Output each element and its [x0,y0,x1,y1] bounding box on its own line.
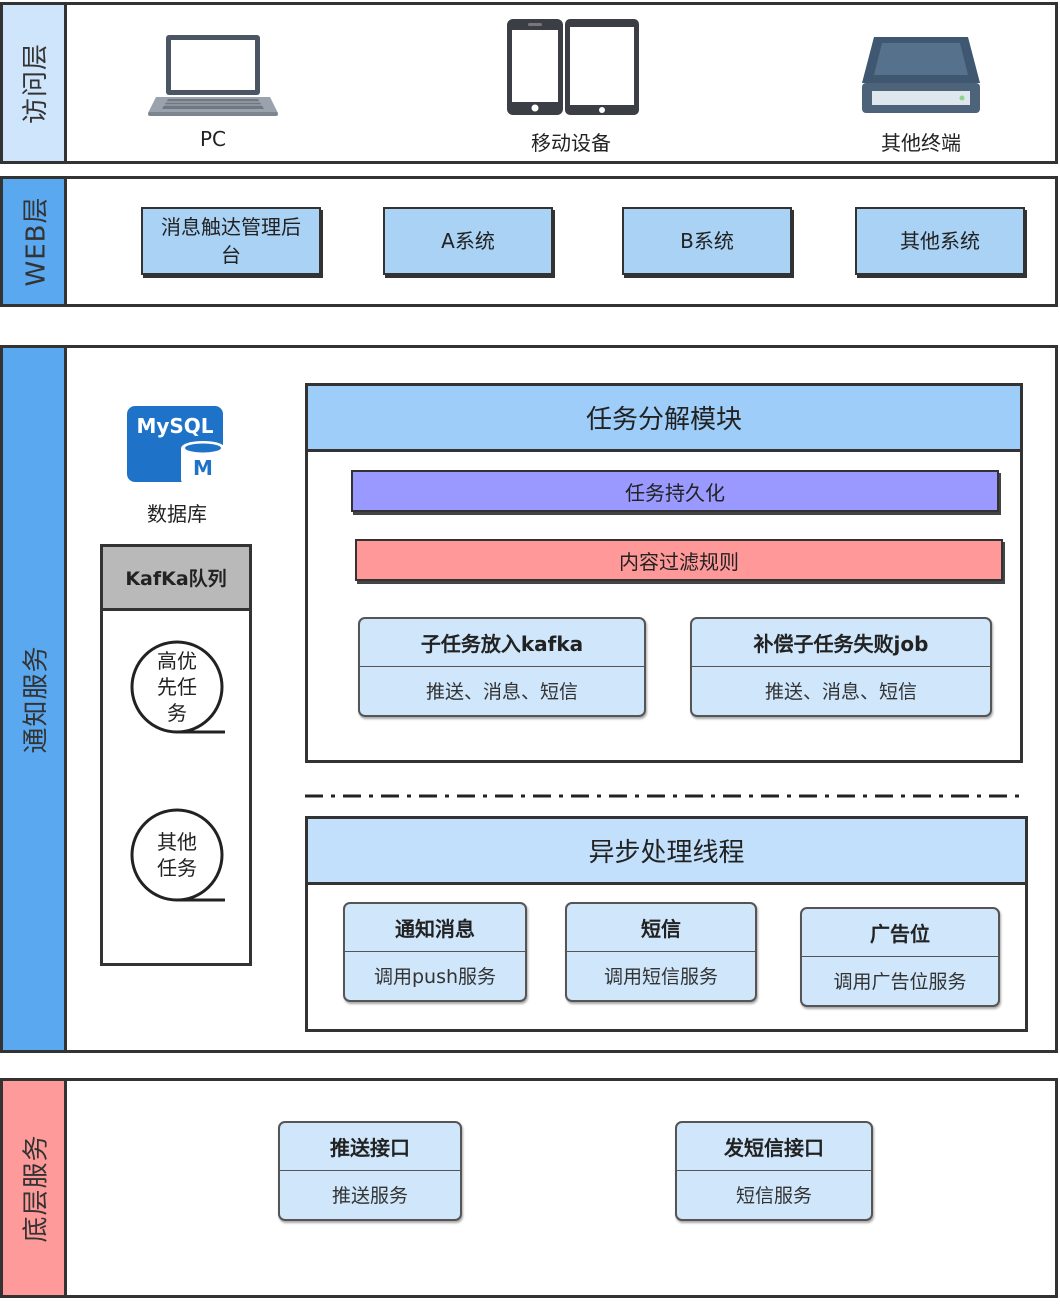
database-caption: 数据库 [147,502,207,526]
card-subtitle: 调用广告位服务 [833,970,967,993]
notify-service-label: 通知服务 [3,348,67,1050]
card-title: 发短信接口 [677,1123,871,1171]
card-subtitle: 短信服务 [735,1184,812,1207]
queue-item-other-label: 其他任务 [157,830,197,880]
push-api-card: 推送接口 推送服务 [278,1121,462,1221]
kafka-queue: KafKa队列 高优先任务 其他任务 [100,544,252,966]
card-title: 通知消息 [345,904,525,952]
card-subtitle: 调用短信服务 [603,965,718,988]
content-filter-bar: 内容过滤规则 [355,539,1003,581]
notify-service-layer: 通知服务 MySQL M 数据库 KafKa队列 高优先任务 [0,345,1058,1053]
laptop-icon [148,35,278,116]
card-title: 广告位 [802,909,998,957]
access-layer: 访问层 PC 移动设备 [0,2,1058,164]
async-thread-module: 异步处理线程 通知消息 调用push服务 短信 调用短信服务 广告位 调用广告位… [305,816,1028,1032]
web-layer-label: WEB层 [3,179,67,304]
dash-dot-divider [305,794,1021,798]
base-service-layer: 底层服务 推送接口 推送服务 发短信接口 短信服务 [0,1078,1058,1298]
queue-item-high-priority-label: 高优先任务 [157,649,197,725]
notify-message-card: 通知消息 调用push服务 [343,902,527,1002]
web-system-admin: 消息触达管理后台 [141,207,321,275]
other-terminal-caption: 其他终端 [881,131,961,155]
subtask-kafka-card: 子任务放入kafka 推送、消息、短信 [358,617,646,717]
base-service-label-text: 底层服务 [21,1133,52,1243]
mobile-device: 移动设备 [491,17,651,156]
mobile-caption: 移动设备 [531,131,611,155]
sms-api-card: 发短信接口 短信服务 [675,1121,873,1221]
card-subtitle: 推送、消息、短信 [764,680,917,703]
web-layer-label-text: WEB层 [21,196,52,287]
web-system-other: 其他系统 [855,207,1025,275]
web-system-a: A系统 [383,207,553,275]
other-terminal-device: 其他终端 [851,33,991,156]
card-title: 推送接口 [280,1123,460,1171]
database: MySQL M 数据库 [115,404,239,527]
compensate-job-card: 补偿子任务失败job 推送、消息、短信 [690,617,992,717]
mysql-logo-badge: M [193,456,213,480]
card-subtitle: 推送服务 [331,1184,408,1207]
tape-icon [130,808,225,902]
web-system-b: B系统 [622,207,792,275]
ad-slot-card: 广告位 调用广告位服务 [800,907,1000,1007]
web-layer: WEB层 消息触达管理后台 A系统 B系统 其他系统 [0,176,1058,307]
card-subtitle: 推送、消息、短信 [425,680,578,703]
card-title: 子任务放入kafka [360,619,644,667]
queue-item-other-tape: 其他任务 [129,807,229,907]
sms-card: 短信 调用短信服务 [565,902,757,1002]
task-persist-bar: 任务持久化 [351,470,999,512]
queue-item-high-priority-tape: 高优先任务 [129,639,229,739]
access-layer-label-text: 访问层 [21,42,52,124]
card-title: 短信 [567,904,755,952]
scanner-icon [862,37,980,113]
task-decompose-title: 任务分解模块 [308,386,1020,452]
kafka-queue-title: KafKa队列 [103,547,249,611]
notify-service-label-text: 通知服务 [21,644,52,754]
tape-icon [130,640,225,734]
async-thread-title: 异步处理线程 [308,819,1025,885]
phone-tablet-icon [507,19,639,115]
mysql-logo-text: MySQL [136,414,213,438]
mysql-icon: MySQL M [127,406,225,487]
card-subtitle: 调用push服务 [373,965,497,988]
pc-device: PC [143,33,283,151]
access-layer-label: 访问层 [3,5,67,161]
task-decompose-module: 任务分解模块 任务持久化 内容过滤规则 子任务放入kafka 推送、消息、短信 … [305,383,1023,763]
pc-caption: PC [199,127,227,151]
card-title: 补偿子任务失败job [692,619,990,667]
base-service-label: 底层服务 [3,1081,67,1295]
